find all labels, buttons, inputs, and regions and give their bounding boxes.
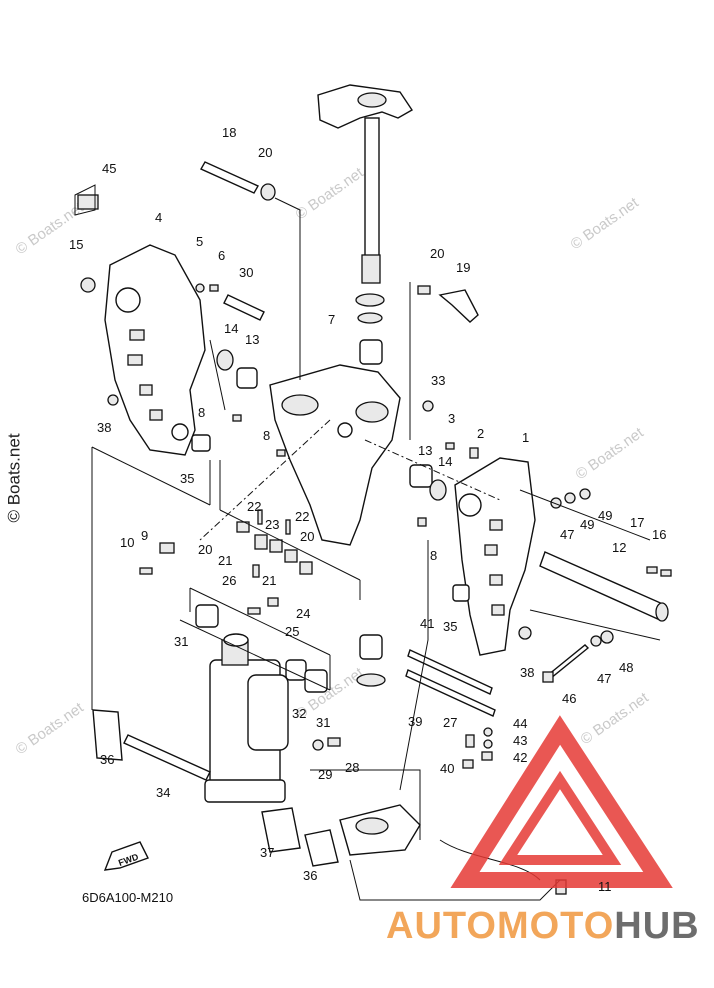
- callout-34: 34: [156, 785, 170, 800]
- callout-25: 25: [285, 624, 299, 639]
- callout-12: 12: [612, 540, 626, 555]
- callout-19: 19: [456, 260, 470, 275]
- left-clamp-bracket: [104, 244, 206, 456]
- callout-39: 39: [408, 714, 422, 729]
- callout-20: 20: [300, 529, 314, 544]
- callout-20: 20: [430, 246, 444, 261]
- callout-5: 5: [196, 234, 203, 249]
- callout-27: 27: [443, 715, 457, 730]
- callout-38: 38: [520, 665, 534, 680]
- callout-9: 9: [141, 528, 148, 543]
- through-bolt: [542, 644, 590, 683]
- callout-3: 3: [448, 411, 455, 426]
- callout-42: 42: [513, 750, 527, 765]
- pin-30: [223, 294, 265, 321]
- callout-32: 32: [292, 706, 306, 721]
- plates: [405, 649, 496, 717]
- callout-14: 14: [438, 454, 452, 469]
- brand-logo-mark: [450, 715, 673, 888]
- callout-13: 13: [418, 443, 432, 458]
- steering-bushings: [355, 293, 385, 392]
- callout-36: 36: [303, 868, 317, 883]
- callout-8: 8: [263, 428, 270, 443]
- callout-29: 29: [318, 767, 332, 782]
- callout-22: 22: [295, 509, 309, 524]
- callout-43: 43: [513, 733, 527, 748]
- callout-8: 8: [430, 548, 437, 563]
- brand-part-3: HUB: [614, 905, 700, 947]
- callout-49: 49: [598, 508, 612, 523]
- callout-20: 20: [258, 145, 272, 160]
- callout-46: 46: [562, 691, 576, 706]
- callout-8: 8: [198, 405, 205, 420]
- watermark: © Boats.net: [13, 699, 88, 758]
- rods: [92, 709, 339, 867]
- callout-6: 6: [218, 248, 225, 263]
- callout-37: 37: [260, 845, 274, 860]
- callout-22: 22: [247, 499, 261, 514]
- callout-1: 1: [522, 430, 529, 445]
- callout-35: 35: [443, 619, 457, 634]
- callout-31: 31: [174, 634, 188, 649]
- watermark: © Boats.net: [573, 424, 648, 483]
- callout-15: 15: [69, 237, 83, 252]
- steering-arm: [317, 84, 413, 284]
- callouts: 1 2 3 4 5 6 7 8 8 8 9 10 11 12 13 13 14 …: [69, 125, 666, 894]
- lower-shaft-bushings: [356, 634, 386, 687]
- fwd-arrow: FWD: [103, 841, 149, 871]
- pin-18: [200, 161, 276, 201]
- callout-4: 4: [155, 210, 162, 225]
- watermark: © Boats.net: [568, 194, 643, 253]
- watermark: © Boats.net: [578, 689, 653, 748]
- brand-part-1: AUTO: [386, 905, 497, 947]
- tilt-tube: [539, 551, 669, 622]
- callout-41: 41: [420, 616, 434, 631]
- callout-47: 47: [597, 671, 611, 686]
- callout-7: 7: [328, 312, 335, 327]
- callout-36: 36: [100, 752, 114, 767]
- callout-40: 40: [440, 761, 454, 776]
- callout-45: 45: [102, 161, 116, 176]
- anode-plate: [339, 804, 421, 856]
- callout-10: 10: [120, 535, 134, 550]
- callout-20: 20: [198, 542, 212, 557]
- callout-38: 38: [97, 420, 111, 435]
- assembly-lines: [74, 184, 661, 901]
- callout-49: 49: [580, 517, 594, 532]
- callout-11: 11: [598, 879, 612, 894]
- brand-wordmark: AUTOMOTOHUB: [386, 905, 700, 948]
- callout-44: 44: [513, 716, 527, 731]
- callout-21: 21: [262, 573, 276, 588]
- callout-35: 35: [180, 471, 194, 486]
- callout-23: 23: [265, 517, 279, 532]
- callout-14: 14: [224, 321, 238, 336]
- callout-2: 2: [477, 426, 484, 441]
- swivel-bracket: [269, 364, 401, 546]
- callout-28: 28: [345, 760, 359, 775]
- callout-17: 17: [630, 515, 644, 530]
- callout-33: 33: [431, 373, 445, 388]
- callout-26: 26: [222, 573, 236, 588]
- right-clamp-bracket: [454, 457, 536, 656]
- callout-31: 31: [316, 715, 330, 730]
- callout-13: 13: [245, 332, 259, 347]
- callout-47: 47: [560, 527, 574, 542]
- callout-21: 21: [218, 553, 232, 568]
- small-hardware: [77, 194, 672, 895]
- callout-16: 16: [652, 527, 666, 542]
- brand-part-2: MOTO: [496, 905, 615, 947]
- callout-48: 48: [619, 660, 633, 675]
- side-watermark: © Boats.net: [4, 433, 24, 523]
- tilt-lever: [417, 285, 479, 323]
- watermark: © Boats.net: [293, 164, 368, 223]
- power-trim-tilt-unit: [204, 633, 289, 803]
- callout-30: 30: [239, 265, 253, 280]
- callout-18: 18: [222, 125, 236, 140]
- bushings: [191, 349, 470, 693]
- diagram-code: 6D6A100-M210: [82, 890, 174, 905]
- callout-24: 24: [296, 606, 310, 621]
